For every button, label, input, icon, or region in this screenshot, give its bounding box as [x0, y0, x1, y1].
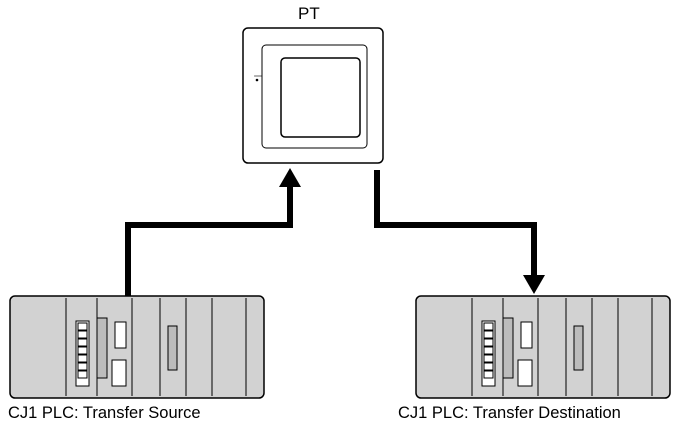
pt-screen [280, 57, 361, 138]
plc-source-label: CJ1 PLC: Transfer Source [8, 404, 201, 422]
arrowhead-up [279, 168, 301, 187]
pt-label: PT [298, 4, 320, 23]
pt-terminal [242, 27, 384, 164]
terminal-block [481, 320, 496, 387]
connection-source-to-pt [125, 168, 301, 300]
pt-indicator-led [255, 78, 259, 82]
pt-bezel [261, 44, 368, 149]
terminal-block [75, 320, 90, 387]
plc-destination [415, 295, 671, 399]
arrowhead-down [523, 275, 545, 294]
plc-destination-label: CJ1 PLC: Transfer Destination [398, 404, 621, 422]
plc-source [9, 295, 265, 399]
connection-pt-to-destination [374, 170, 545, 294]
